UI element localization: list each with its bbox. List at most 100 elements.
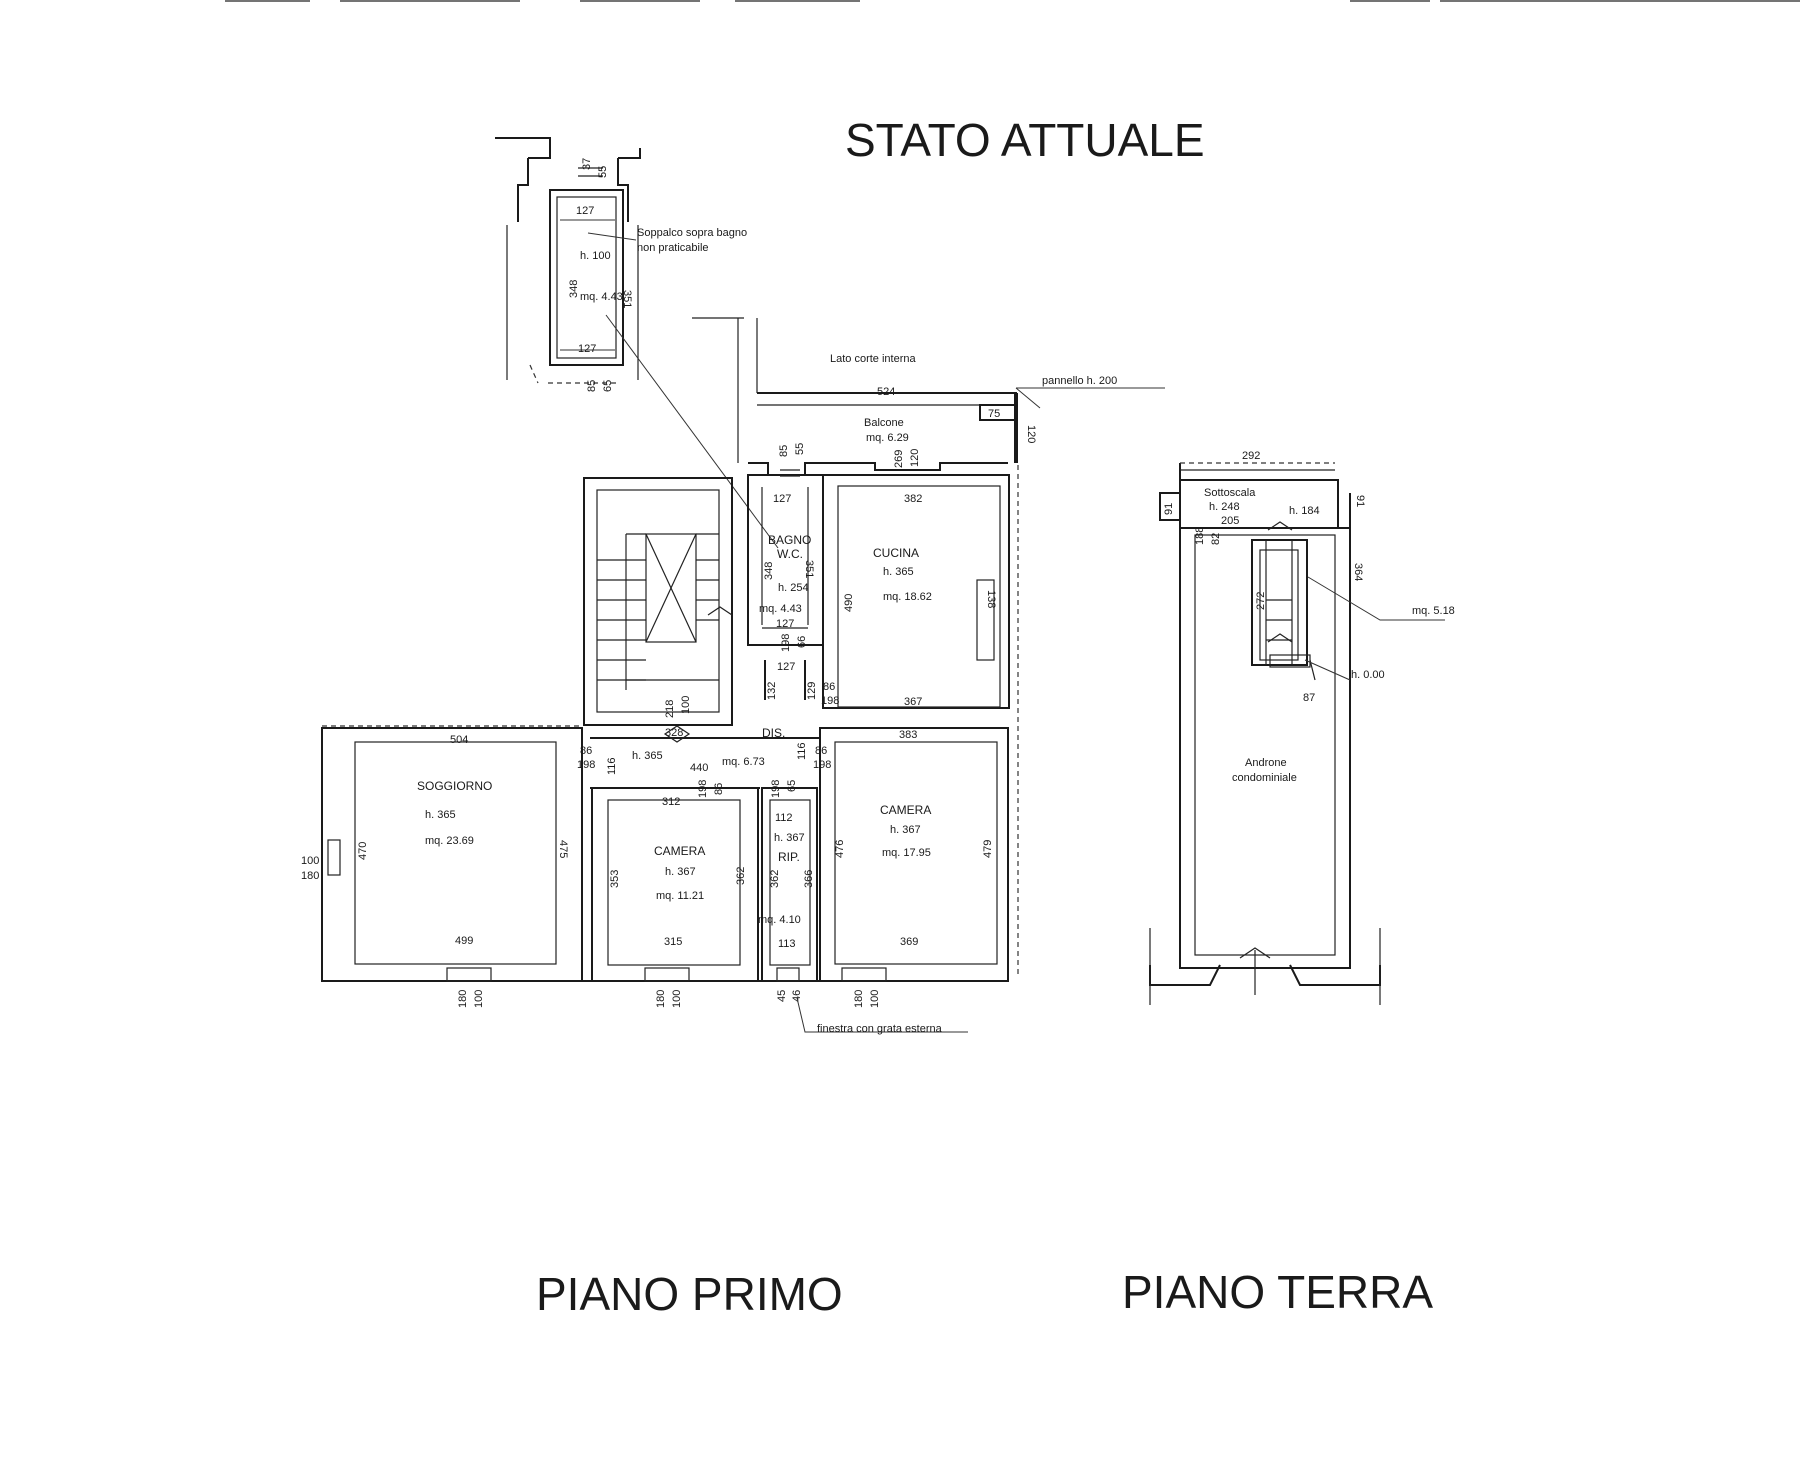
dis-area: mq. 6.73 — [722, 756, 765, 768]
dim-rip-362: 362 — [769, 870, 781, 888]
dim-stair-100: 100 — [680, 696, 692, 714]
cucina-name: CUCINA — [873, 546, 919, 560]
camera-small-area: mq. 11.21 — [656, 890, 704, 902]
dim-bagno-127-c: 127 — [777, 661, 795, 673]
dim-soggiorno-504: 504 — [450, 734, 468, 746]
note-lato-corte: Lato corte interna — [830, 353, 916, 365]
rip-name: RIP. — [778, 850, 800, 864]
dim-soppalco-85: 85 — [586, 380, 598, 392]
balcone-name: Balcone — [864, 417, 904, 429]
dim-camera-small-362: 362 — [735, 867, 747, 885]
soppalco-height: h. 100 — [580, 250, 611, 262]
dim-balcone-120: 120 — [1025, 425, 1037, 443]
dim-terra-364: 364 — [1352, 563, 1364, 581]
dis-height: h. 365 — [632, 750, 663, 762]
dim-balcone-85: 85 — [778, 445, 790, 457]
dim-camera-small-353: 353 — [609, 870, 621, 888]
dim-cucina-198: 198 — [821, 695, 839, 707]
title-stato-attuale: STATO ATTUALE — [845, 114, 1205, 166]
dim-bagno-351: 351 — [803, 560, 815, 578]
dim-terra-205: 205 — [1221, 515, 1239, 527]
leader-finestra — [796, 997, 968, 1033]
dim-soppalco-37: 37 — [581, 158, 593, 170]
dim-bagno-127-b: 127 — [776, 618, 794, 630]
dim-soppalco-348: 348 — [568, 280, 580, 298]
dim-cucina-86: 86 — [823, 681, 835, 693]
dim-window1-180: 180 — [457, 990, 469, 1008]
dim-soppalco-127-top: 127 — [576, 205, 594, 217]
dim-soggiorno-116: 116 — [606, 757, 618, 775]
dim-dis-86: 86 — [713, 783, 725, 795]
sottoscala-h0: h. 0.00 — [1351, 669, 1385, 681]
rip-height: h. 367 — [774, 832, 805, 844]
soggiorno-area: mq. 23.69 — [425, 835, 474, 847]
dim-soppalco-55: 55 — [597, 166, 609, 178]
dim-bagno-66: 66 — [796, 636, 808, 648]
dim-dis-198-rip: 198 — [770, 780, 782, 798]
dim-camera-big-476: 476 — [834, 840, 846, 858]
dis-name: DIS. — [762, 726, 785, 740]
dim-cucina-129: 129 — [806, 682, 818, 700]
dim-camera-big-383: 383 — [899, 729, 917, 741]
dim-cucina-window: 138 — [985, 590, 997, 608]
cucina-height: h. 365 — [883, 566, 914, 578]
dim-dis-65: 65 — [786, 780, 798, 792]
soppalco-plan — [495, 137, 641, 384]
bagno-height: h. 254 — [778, 582, 809, 594]
sottoscala-area: mq. 5.18 — [1412, 605, 1455, 617]
dim-terra-91-right: 91 — [1354, 495, 1366, 507]
sottoscala-name: Sottoscala — [1204, 487, 1256, 499]
sottoscala-height: h. 248 — [1209, 501, 1240, 513]
dim-terra-188: 188 — [1194, 527, 1206, 545]
androne-name-2: condominiale — [1232, 772, 1297, 784]
dim-dis-198: 198 — [697, 780, 709, 798]
dim-soppalco-65: 65 — [602, 380, 614, 392]
dim-bagno-127: 127 — [773, 493, 791, 505]
note-pannello: pannello h. 200 — [1042, 375, 1117, 387]
cucina-area: mq. 18.62 — [883, 591, 932, 603]
label-piano-primo: PIANO PRIMO — [536, 1268, 843, 1320]
dim-soppalco-351: 351 — [621, 290, 633, 308]
bagno-name: BAGNO — [768, 533, 811, 547]
leader-sottoscala-area — [1307, 576, 1445, 621]
dim-balcone-269: 269 — [893, 450, 905, 468]
dim-rip-366: 366 — [803, 870, 815, 888]
dim-soggiorno-198: 198 — [577, 759, 595, 771]
dim-cucina-132: 132 — [766, 682, 778, 700]
dim-soggiorno-window-100: 100 — [301, 855, 319, 867]
dim-soggiorno-window-180: 180 — [301, 870, 319, 882]
dim-cucina-382: 382 — [904, 493, 922, 505]
primo-walls — [321, 317, 1019, 982]
dim-terra-87: 87 — [1303, 692, 1315, 704]
note-soppalco-line2: non praticabile — [637, 242, 709, 254]
dim-camera-big-479: 479 — [982, 840, 994, 858]
camera-big-area: mq. 17.95 — [882, 847, 931, 859]
note-soppalco-line1: Soppalco sopra bagno — [637, 227, 747, 239]
dim-soggiorno-470: 470 — [357, 842, 369, 860]
dim-balcone-75: 75 — [988, 408, 1000, 420]
terra-walls — [1149, 462, 1381, 1005]
stair-arrow-icon — [663, 725, 691, 743]
bagno-name-2: W.C. — [777, 547, 803, 561]
dim-soggiorno-86: 86 — [580, 745, 592, 757]
dim-terra-91-left: 91 — [1163, 503, 1175, 515]
dim-bagno-198: 198 — [780, 634, 792, 652]
bagno-area: mq. 4.43 — [759, 603, 802, 615]
dim-window3-46: 46 — [791, 990, 803, 1002]
dim-camera-small-312: 312 — [662, 796, 680, 808]
dim-stair-328: 328 — [665, 727, 683, 739]
dim-balcone-120-b: 120 — [909, 449, 921, 467]
dim-dis-86-right: 86 — [815, 745, 827, 757]
dim-cucina-490: 490 — [843, 594, 855, 612]
rip-area: mq. 4.10 — [758, 914, 801, 926]
camera-small-height: h. 367 — [665, 866, 696, 878]
dim-soppalco-127-bottom: 127 — [578, 343, 596, 355]
soppalco-area: mq. 4.43 — [580, 291, 623, 303]
soggiorno-name: SOGGIORNO — [417, 779, 492, 793]
dim-balcone-55: 55 — [794, 443, 806, 455]
camera-big-height: h. 367 — [890, 824, 921, 836]
dim-dis-440: 440 — [690, 762, 708, 774]
dim-soggiorno-499: 499 — [455, 935, 473, 947]
dim-window3-45: 45 — [776, 990, 788, 1002]
